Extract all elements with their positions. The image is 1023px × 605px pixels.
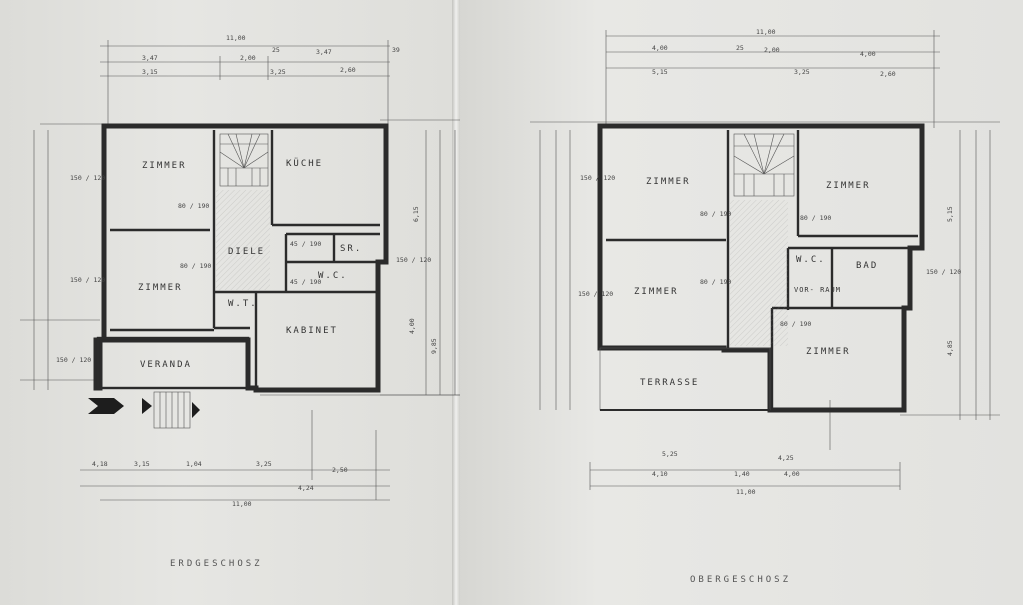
eg-dim-top-e: 3,25 [270, 68, 286, 76]
eg-dim-right-a: 6,15 [412, 206, 420, 222]
eg-dim-top-a: 3,47 [142, 54, 158, 62]
og-room-zimmer-2: ZIMMER [826, 181, 871, 191]
eg-dim-bottom-e: 2,50 [332, 466, 348, 474]
eg-door-zimmer-2: 80 / 190 [180, 262, 211, 270]
eg-dim-top-d: 25 [272, 46, 280, 54]
eg-veranda-outline [96, 336, 250, 390]
og-dim-bottom-total: 11,00 [736, 488, 756, 496]
eg-staircase [219, 133, 269, 187]
eg-dim-bottom-d: 3,25 [256, 460, 272, 468]
eg-dim-top-b: 3,15 [142, 68, 158, 76]
eg-dimension-lines [20, 40, 460, 501]
eg-dim-right-b: 4,00 [408, 318, 416, 334]
og-dim-top-c: 2,00 [764, 46, 780, 54]
paper-fold [452, 0, 460, 605]
og-dim-bottom-b: 4,10 [652, 470, 668, 478]
og-dim-top-d: 25 [736, 44, 744, 52]
og-room-zimmer-1: ZIMMER [646, 177, 691, 187]
eg-room-wc: W.C. [318, 271, 348, 281]
og-dim-bottom-a: 5,25 [662, 450, 678, 458]
eg-window-zimmer-1: 150 / 120 [70, 174, 105, 182]
og-dim-bottom-c: 1,40 [734, 470, 750, 478]
eg-title: ERDGESCHOSZ [170, 559, 263, 569]
entrance-arrow-icon [88, 398, 124, 414]
og-dim-right-b: 4,85 [946, 340, 954, 356]
eg-diele-hatch [216, 190, 270, 290]
eg-dim-top-c: 2,00 [240, 54, 256, 62]
og-door-zimmer-2: 80 / 190 [800, 214, 831, 222]
og-room-zimmer-4: ZIMMER [806, 347, 851, 357]
plan-obergeschoss: ZIMMER ZIMMER ZIMMER W.C. BAD VOR- RAUM … [530, 28, 1000, 585]
og-dim-top-e: 3,25 [794, 68, 810, 76]
og-flur-hatch [730, 200, 788, 346]
og-room-zimmer-3: ZIMMER [634, 287, 679, 297]
og-window-zimmer-3: 150 / 120 [578, 290, 613, 298]
eg-room-diele: DIELE [228, 247, 265, 257]
eg-dim-bottom-a: 4,18 [92, 460, 108, 468]
eg-dim-top-f: 3,47 [316, 48, 332, 56]
og-title: OBERGESCHOSZ [690, 575, 791, 585]
eg-dim-right-c: 9,85 [430, 338, 438, 354]
plan-erdgeschoss: ZIMMER KÜCHE DIELE SR. W.C. ZIMMER W.T. … [20, 34, 460, 569]
entrance-marker-icon [142, 398, 152, 414]
og-dim-right-a: 5,15 [946, 206, 954, 222]
eg-dim-bottom-b: 3,15 [134, 460, 150, 468]
og-dim-top-g: 2,60 [880, 70, 896, 78]
og-room-wc: W.C. [796, 255, 826, 265]
eg-door-zimmer-1: 80 / 190 [178, 202, 209, 210]
og-dimension-lines [530, 30, 1000, 490]
eg-dim-bottom-c: 1,04 [186, 460, 202, 468]
eg-window-zimmer-2: 150 / 120 [70, 276, 105, 284]
eg-room-zimmer-2: ZIMMER [138, 283, 183, 293]
eg-window-wc: 150 / 120 [396, 256, 431, 264]
og-dim-top-b: 5,15 [652, 68, 668, 76]
eg-room-veranda: VERANDA [140, 360, 192, 370]
eg-dim-top-total: 11,00 [226, 34, 246, 42]
eg-room-wt: W.T. [228, 299, 258, 309]
eg-dim-top-h: 39 [392, 46, 400, 54]
og-door-zimmer-4: 80 / 190 [780, 320, 811, 328]
eg-door-wc: 45 / 190 [290, 278, 321, 286]
og-room-vorraum: VOR- RAUM [794, 286, 841, 294]
og-room-bad: BAD [856, 261, 878, 271]
eg-dim-bottom-total: 11,00 [232, 500, 252, 508]
eg-room-sr: SR. [340, 244, 362, 254]
og-room-terrasse: TERRASSE [640, 378, 699, 388]
eg-door-sr: 45 / 190 [290, 240, 321, 248]
og-door-zimmer-3: 80 / 190 [700, 278, 731, 286]
og-dim-top-total: 11,00 [756, 28, 776, 36]
og-door-zimmer-1: 80 / 190 [700, 210, 731, 218]
stair-marker-icon [192, 402, 200, 418]
og-window-zimmer-1: 150 / 120 [580, 174, 615, 182]
og-dim-top-a: 4,00 [652, 44, 668, 52]
og-window-bad: 150 / 120 [926, 268, 961, 276]
og-dim-bottom-d: 4,00 [784, 470, 800, 478]
eg-room-zimmer-1: ZIMMER [142, 161, 187, 171]
og-dim-top-f: 4,00 [860, 50, 876, 58]
eg-dim-top-g: 2,60 [340, 66, 356, 74]
eg-dim-bottom-f: 4,24 [298, 484, 314, 492]
eg-room-kabinet: KABINET [286, 326, 338, 336]
eg-room-kueche: KÜCHE [286, 158, 323, 169]
eg-window-veranda: 150 / 120 [56, 356, 91, 364]
og-staircase [733, 133, 795, 197]
eg-entrance-steps [153, 391, 191, 429]
og-dim-bottom-e: 4,25 [778, 454, 794, 462]
eg-interior-walls [110, 130, 380, 388]
og-interior-walls [606, 130, 918, 408]
